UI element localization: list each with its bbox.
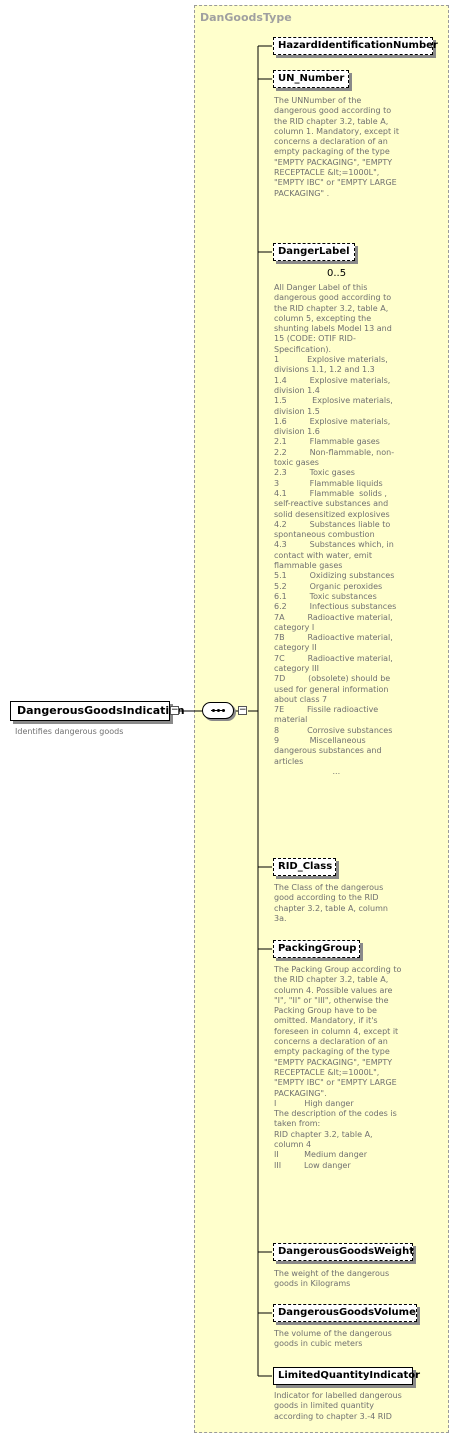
element-dangerous-goods-weight[interactable]: DangerousGoodsWeight bbox=[273, 1243, 414, 1261]
element-description: The UNNumber of the dangerous good accor… bbox=[274, 96, 402, 198]
occurrence-label: 0..5 bbox=[327, 268, 347, 279]
root-description: Identifies dangerous goods bbox=[15, 727, 124, 736]
element-description: The Packing Group according to the RID c… bbox=[274, 965, 402, 1170]
element-description: Indicator for labelled dangerous goods i… bbox=[274, 1391, 402, 1421]
element-description: The Class of the dangerous good accordin… bbox=[274, 883, 391, 923]
element-description: All Danger Label of this dangerous good … bbox=[274, 283, 397, 776]
root-element[interactable]: DangerousGoodsIndication bbox=[10, 701, 185, 721]
element-danger-label[interactable]: DangerLabel bbox=[273, 243, 355, 261]
element-description: The weight of the dangerous goods in Kil… bbox=[274, 1269, 392, 1289]
element-dangerous-goods-volume[interactable]: DangerousGoodsVolume bbox=[273, 1304, 417, 1322]
collapse-icon[interactable]: − bbox=[238, 705, 247, 715]
element-packing-group[interactable]: PackingGroup bbox=[273, 940, 360, 958]
sequence-compositor-icon[interactable] bbox=[202, 702, 234, 719]
element-description: The volume of the dangerous goods in cub… bbox=[274, 1329, 395, 1349]
collapse-icon[interactable]: − bbox=[170, 705, 179, 715]
element-rid-class[interactable]: RID_Class bbox=[273, 858, 336, 876]
element-limited-quantity-indicator[interactable]: LimitedQuantityIndicator bbox=[273, 1367, 420, 1385]
element-hazard-identification-number[interactable]: HazardIdentificationNumber bbox=[273, 37, 438, 55]
complex-type-title: DanGoodsType bbox=[200, 11, 292, 24]
element-un-number[interactable]: UN_Number bbox=[273, 70, 349, 88]
